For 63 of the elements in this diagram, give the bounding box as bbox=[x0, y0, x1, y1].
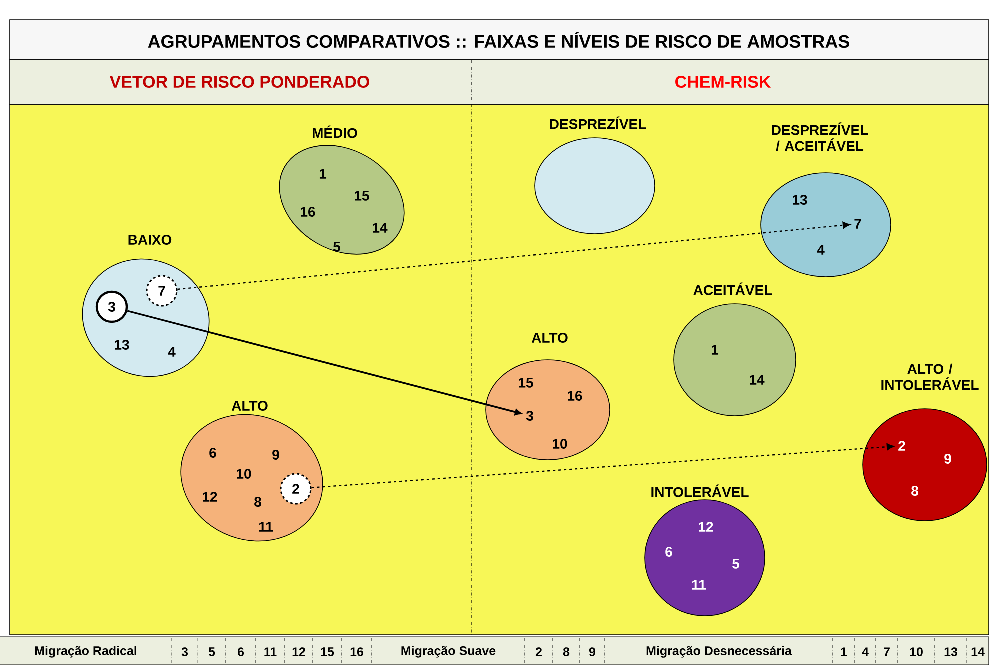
table-cell: 2 bbox=[536, 648, 542, 656]
table-cell: 12 bbox=[292, 648, 306, 656]
sample-number: 12 bbox=[203, 492, 218, 502]
sample-number: 7 bbox=[854, 219, 862, 229]
table-cell: 4 bbox=[862, 648, 869, 656]
sample-number: 5 bbox=[732, 559, 740, 569]
sample-number: 14 bbox=[750, 375, 765, 385]
table-cell: 11 bbox=[264, 648, 277, 656]
table-cell: 5 bbox=[208, 648, 216, 656]
table-cell: 3 bbox=[182, 648, 188, 656]
table-cell: 7 bbox=[884, 648, 890, 656]
sample-number: 10 bbox=[553, 439, 568, 449]
sample-number: 2 bbox=[898, 441, 906, 451]
sample-number: 8 bbox=[912, 486, 918, 496]
arrow bbox=[178, 222, 850, 290]
sample-number: 3 bbox=[526, 411, 534, 421]
group-heading: ALTO bbox=[232, 401, 268, 411]
table-cell: 14 bbox=[972, 648, 985, 656]
sample-number: 4 bbox=[817, 245, 825, 255]
sample-number: 16 bbox=[301, 207, 316, 217]
group-heading: ALTO / INTOLERÁVEL bbox=[882, 364, 979, 390]
group-heading: ALTO bbox=[532, 333, 568, 343]
sample-number: 14 bbox=[373, 223, 388, 233]
sample-number: 5 bbox=[334, 242, 341, 252]
table-cell: 8 bbox=[563, 648, 570, 656]
group-heading: DESPREZÍVEL / ACEITÁVEL bbox=[772, 122, 868, 152]
sample-number: 8 bbox=[254, 497, 262, 507]
group-heading: BAIXO bbox=[128, 235, 172, 245]
sample-number: 9 bbox=[272, 450, 280, 460]
group-heading: ACEITÁVEL bbox=[694, 282, 772, 296]
table-cell: 16 bbox=[350, 648, 364, 656]
table-cell: 13 bbox=[944, 648, 958, 656]
arrow bbox=[312, 444, 894, 488]
table-cell: 9 bbox=[589, 648, 596, 656]
sample-number: 13 bbox=[115, 340, 130, 350]
table-cell: Migração Desnecessária bbox=[646, 646, 792, 658]
table-cell: 15 bbox=[321, 648, 334, 656]
table-cell: Migração Suave bbox=[402, 646, 496, 658]
sample-number: 1 bbox=[320, 169, 327, 179]
group-heading: MÉDIO bbox=[313, 126, 358, 138]
sample-number: 4 bbox=[168, 347, 176, 357]
sample-number: 12 bbox=[699, 522, 714, 532]
table-cell: 10 bbox=[910, 648, 923, 656]
sample-number: 10 bbox=[237, 469, 252, 479]
group-heading: DESPREZÍVEL bbox=[550, 116, 646, 130]
title-bar: AGRUPAMENTOS COMPARATIVOS :: FAIXAS E NÍVEIS DE RISCO DE AMOSTRAS bbox=[10, 20, 989, 60]
sample-number: 15 bbox=[519, 378, 534, 388]
sample-number: 6 bbox=[666, 547, 672, 557]
sample-number: 9 bbox=[944, 454, 952, 464]
table-cell: Migração Radical bbox=[35, 646, 136, 658]
sample-number: 13 bbox=[793, 195, 808, 205]
sample-number: 11 bbox=[259, 522, 274, 532]
table-cell: 1 bbox=[841, 648, 848, 656]
sample-number: 15 bbox=[355, 191, 370, 201]
method-heading: VETOR DE RISCO PONDERADO bbox=[110, 76, 370, 88]
table-cell: 6 bbox=[238, 648, 244, 656]
arrow bbox=[127, 310, 522, 416]
group-heading: INTOLERÁVEL bbox=[652, 484, 749, 498]
sample-number: 1 bbox=[712, 345, 719, 355]
sample-number: 6 bbox=[210, 448, 216, 458]
sample-number: 16 bbox=[568, 391, 582, 401]
method-heading: CHEM-RISK bbox=[676, 76, 771, 88]
sample-number: 11 bbox=[692, 580, 706, 590]
